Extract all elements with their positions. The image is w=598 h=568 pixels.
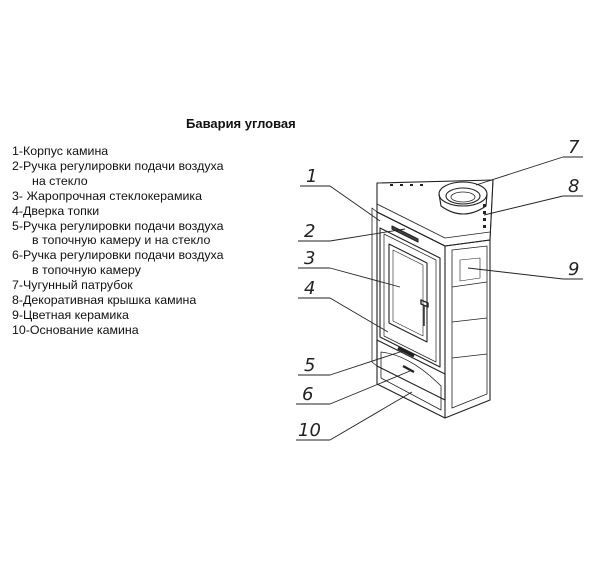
callout-5: 5 (304, 355, 315, 376)
callout-2: 2 (304, 221, 315, 242)
callout-4: 4 (304, 278, 315, 299)
callout-8: 8 (568, 176, 579, 197)
glass-ceramic (388, 243, 428, 343)
legend-item-3: 3- Жаропрочная стеклокерамика (12, 188, 202, 203)
callout-7: 7 (568, 137, 580, 158)
callout-10: 10 (298, 420, 321, 441)
flue-outlet (438, 181, 488, 215)
cover-dots (390, 184, 486, 228)
parts-legend: 1-Корпус камина 2-Ручка регулировки пода… (12, 144, 223, 338)
legend-item-10: 10-Основание камина (12, 322, 139, 337)
callout-9: 9 (568, 259, 579, 280)
leader-lines (296, 156, 583, 441)
diagram-title: Бавария угловая (186, 116, 296, 131)
stove-door (379, 227, 441, 368)
legend-item-7: 7-Чугунный патрубок (12, 278, 133, 293)
legend-item-9: 9-Цветная керамика (12, 307, 129, 322)
callout-1: 1 (306, 166, 317, 187)
callout-3: 3 (304, 248, 315, 269)
legend-item-1: 1-Корпус камина (12, 144, 109, 158)
side-ceramic-panel (444, 239, 491, 419)
door-handle (420, 299, 429, 326)
legend-item-8: 8-Декоративная крышка камина (12, 293, 197, 308)
legend-item-4: 4-Дверка топки (12, 203, 100, 218)
callout-6: 6 (302, 384, 313, 405)
fireplace-body (376, 211, 446, 401)
